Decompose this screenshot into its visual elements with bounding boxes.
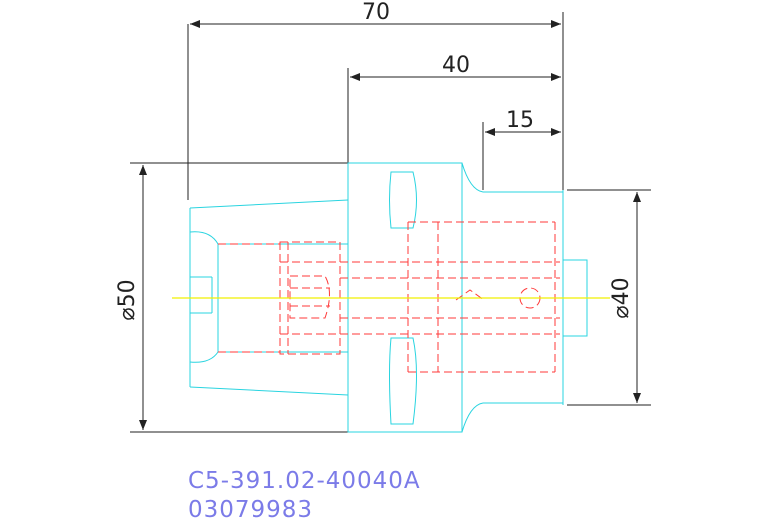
drive-slot-bottom xyxy=(389,337,417,425)
order-number: 03079983 xyxy=(188,497,314,523)
dim-40-text: 40 xyxy=(442,53,470,78)
part-number: C5-391.02-40040A xyxy=(188,468,421,494)
dim-d50-text: ⌀50 xyxy=(115,279,140,320)
drive-slot-top xyxy=(389,171,417,229)
dim-d40-text: ⌀40 xyxy=(609,277,634,318)
dimension-texts: 70 40 15 ⌀50 ⌀40 xyxy=(115,0,634,321)
dim-70-text: 70 xyxy=(362,0,390,25)
part-outline xyxy=(189,162,588,433)
dim-15-text: 15 xyxy=(506,108,534,133)
hidden-lines xyxy=(218,221,560,373)
dimension-lines xyxy=(130,12,651,433)
